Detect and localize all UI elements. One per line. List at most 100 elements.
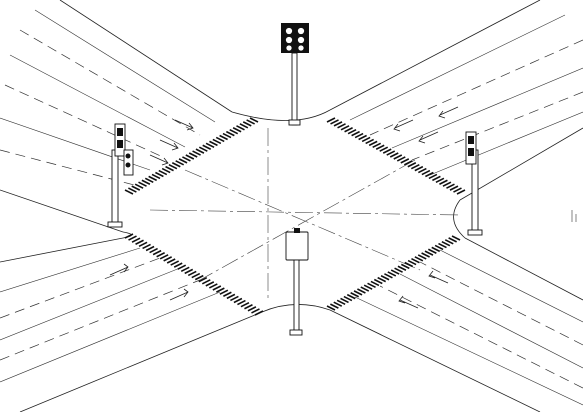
- crosswalk-stripe: [396, 156, 406, 162]
- crosswalk-stripe: [410, 163, 420, 170]
- crosswalk-stripe: [375, 144, 385, 150]
- nw-road-edge-upper: [59, 0, 233, 113]
- crosswalk-stripe: [134, 183, 144, 189]
- crosswalk-stripe: [414, 256, 424, 262]
- crosswalk-nw: [124, 117, 259, 195]
- crosswalk-stripe: [128, 187, 137, 193]
- crosswalk-stripe: [358, 134, 367, 141]
- crosswalk-stripe: [135, 239, 144, 245]
- center-guide-lines: [149, 128, 461, 300]
- crosswalk-se: [326, 235, 461, 311]
- crosswalk-stripe: [149, 247, 158, 254]
- edge-marker: [571, 210, 577, 222]
- crosswalk-stripe: [431, 246, 441, 253]
- lane-arrows: [109, 106, 459, 309]
- crosswalk-stripe: [370, 280, 380, 287]
- crosswalk-stripe: [442, 181, 452, 187]
- crosswalk-stripe: [124, 233, 134, 239]
- crosswalk-stripe: [360, 286, 370, 292]
- crosswalk-stripe: [185, 154, 195, 160]
- crosswalk-stripe: [168, 163, 178, 170]
- crosswalk-stripe: [441, 240, 451, 247]
- crosswalk-stripe: [191, 272, 201, 279]
- sw-road-edge-lower: [19, 311, 263, 412]
- crosswalk-ne: [326, 117, 466, 195]
- crosswalk-stripe: [351, 130, 360, 137]
- crosswalk-stripe: [208, 283, 218, 289]
- crosswalk-stripe: [347, 128, 357, 135]
- crosswalk-stripe: [444, 239, 454, 245]
- ne-road-edge-upper: [329, 0, 541, 111]
- lane-arrow: [159, 139, 179, 151]
- crosswalk-stripe: [394, 267, 403, 273]
- crosswalk-stripe: [131, 185, 141, 191]
- crosswalk-stripe: [155, 171, 164, 178]
- crosswalk-stripe: [330, 119, 339, 125]
- crosswalk-stripe: [372, 142, 382, 149]
- crosswalk-stripe: [343, 295, 353, 302]
- nw-road-edge-lower: [0, 189, 124, 233]
- crosswalk-stripe: [209, 140, 218, 147]
- crosswalk-stripe: [131, 237, 141, 243]
- crosswalk-stripe: [156, 252, 165, 258]
- crosswalk-stripe: [453, 187, 462, 193]
- crosswalk-sw: [124, 233, 264, 316]
- south-sign-board: [285, 228, 309, 336]
- lane-arrow: [418, 131, 439, 144]
- crosswalk-stripe: [161, 167, 171, 174]
- crosswalk-stripe: [165, 165, 174, 172]
- crosswalk-stripe: [344, 127, 353, 133]
- crosswalk-stripe: [428, 173, 438, 180]
- sw-road-edge-upper: [0, 237, 124, 263]
- signal-head-box: [281, 23, 309, 53]
- crosswalks: [124, 117, 466, 316]
- crosswalk-stripe: [439, 179, 448, 185]
- crosswalk-stripe: [173, 262, 183, 268]
- north-corner-curb: [231, 109, 331, 121]
- crosswalk-stripe: [414, 165, 424, 172]
- crosswalk-stripe: [212, 285, 222, 291]
- crosswalk-stripe: [400, 158, 410, 164]
- crosswalk-stripe: [449, 185, 459, 191]
- crosswalk-stripe: [333, 301, 343, 307]
- crosswalk-stripe: [340, 125, 350, 131]
- crosswalk-stripe: [138, 241, 148, 248]
- lane-markings: [0, 9, 583, 406]
- crosswalk-stripe: [379, 146, 389, 152]
- crosswalk-stripe: [236, 125, 245, 131]
- crosswalk-stripe: [184, 268, 194, 275]
- east-traffic-signal: [465, 131, 483, 236]
- crosswalk-stripe: [363, 284, 373, 290]
- crosswalk-stripe: [377, 276, 387, 283]
- crosswalk-stripe: [403, 160, 413, 166]
- crosswalk-stripe: [424, 250, 434, 256]
- crosswalk-stripe: [230, 295, 239, 302]
- crosswalk-stripe: [432, 175, 441, 182]
- crosswalk-stripe: [142, 243, 151, 250]
- crosswalk-stripe: [326, 117, 336, 123]
- crosswalk-stripe: [187, 270, 197, 277]
- crosswalk-stripe: [239, 123, 249, 129]
- crosswalk-stripe: [163, 256, 173, 262]
- crosswalk-stripe: [434, 244, 444, 251]
- crosswalk-stripe: [421, 252, 430, 258]
- crosswalk-stripe: [166, 258, 176, 264]
- crosswalk-stripe: [240, 301, 250, 308]
- crosswalk-stripe: [219, 289, 229, 295]
- se-road-edge-upper: [464, 237, 583, 301]
- crosswalk-stripe: [180, 266, 190, 273]
- lane-arrow: [398, 295, 419, 309]
- crosswalk-stripe: [159, 254, 169, 260]
- crosswalk-stripe: [353, 290, 363, 296]
- crosswalk-stripe: [215, 287, 225, 293]
- crosswalk-stripe: [346, 293, 356, 300]
- crosswalk-stripe: [427, 248, 437, 254]
- crosswalk-stripe: [350, 292, 360, 298]
- crosswalk-stripe: [192, 150, 201, 156]
- crosswalk-stripe: [407, 259, 417, 266]
- signal-pole: [111, 149, 119, 227]
- crosswalk-stripe: [205, 142, 215, 149]
- crosswalk-stripe: [336, 299, 346, 306]
- crosswalk-stripe: [247, 306, 257, 312]
